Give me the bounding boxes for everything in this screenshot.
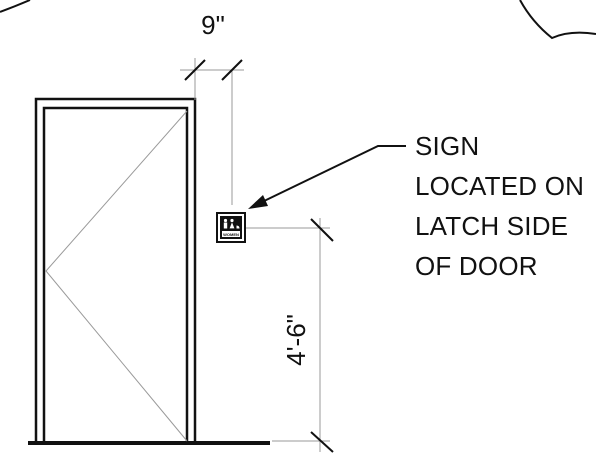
revision-cloud-right (519, 0, 596, 40)
callout-line-1: SIGN (415, 131, 479, 161)
restroom-sign: WOMEN (216, 212, 246, 243)
vertical-dimension (236, 218, 334, 453)
restroom-pictogram-icon (223, 218, 240, 229)
horizontal-dimension (180, 58, 244, 205)
door-swing-lines (45, 110, 188, 442)
horizontal-dimension-label: 9" (201, 10, 225, 40)
callout-note: SIGN LOCATED ON LATCH SIDE OF DOOR (415, 131, 584, 281)
callout-line-4: OF DOOR (415, 251, 538, 281)
callout-line-3: LATCH SIDE (415, 211, 568, 241)
vertical-dimension-label: 4'-6" (281, 314, 311, 366)
callout-line-2: LOCATED ON (415, 171, 584, 201)
door-frame (34, 97, 197, 445)
sign-plate-text: WOMEN (223, 232, 239, 237)
revision-cloud-left (0, 0, 31, 13)
callout-leader (248, 145, 406, 209)
